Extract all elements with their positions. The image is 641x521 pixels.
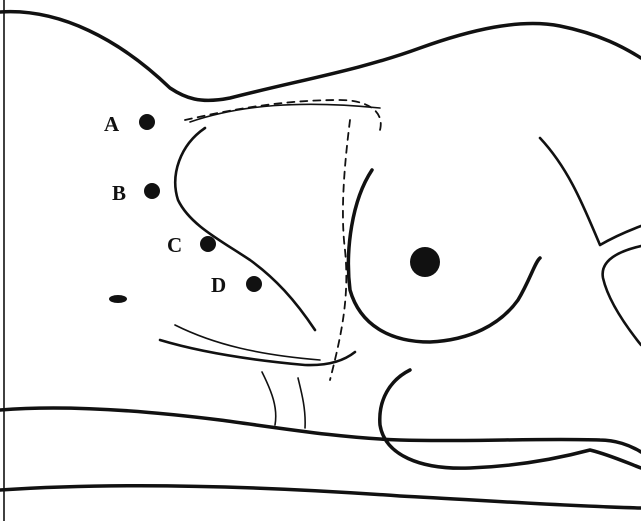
pectoral-line — [190, 104, 380, 122]
point-a-label: A — [104, 112, 120, 136]
point-d-marker — [246, 276, 262, 292]
point-d: D — [211, 273, 262, 297]
arm-contour — [540, 138, 641, 245]
inframammary-line — [175, 325, 320, 360]
point-a: A — [104, 112, 155, 136]
point-a-marker — [139, 114, 155, 130]
upper-body-outline — [0, 12, 641, 101]
nipple — [410, 247, 440, 277]
breast-contour — [348, 170, 540, 342]
point-b: B — [112, 181, 160, 205]
bottom-edge — [0, 486, 641, 508]
point-c-marker — [200, 236, 216, 252]
point-b-label: B — [112, 181, 126, 205]
elbow-contour — [603, 246, 641, 345]
small-mark — [109, 295, 127, 303]
lower-body-outline — [0, 408, 641, 452]
point-c-label: C — [167, 233, 182, 257]
axillary-fold — [175, 128, 315, 330]
hip-contour — [380, 370, 641, 468]
point-b-marker — [144, 183, 160, 199]
lateral-chest-dashed — [330, 120, 350, 380]
point-d-label: D — [211, 273, 226, 297]
serratus-lines — [262, 372, 305, 428]
point-c: C — [167, 233, 216, 257]
